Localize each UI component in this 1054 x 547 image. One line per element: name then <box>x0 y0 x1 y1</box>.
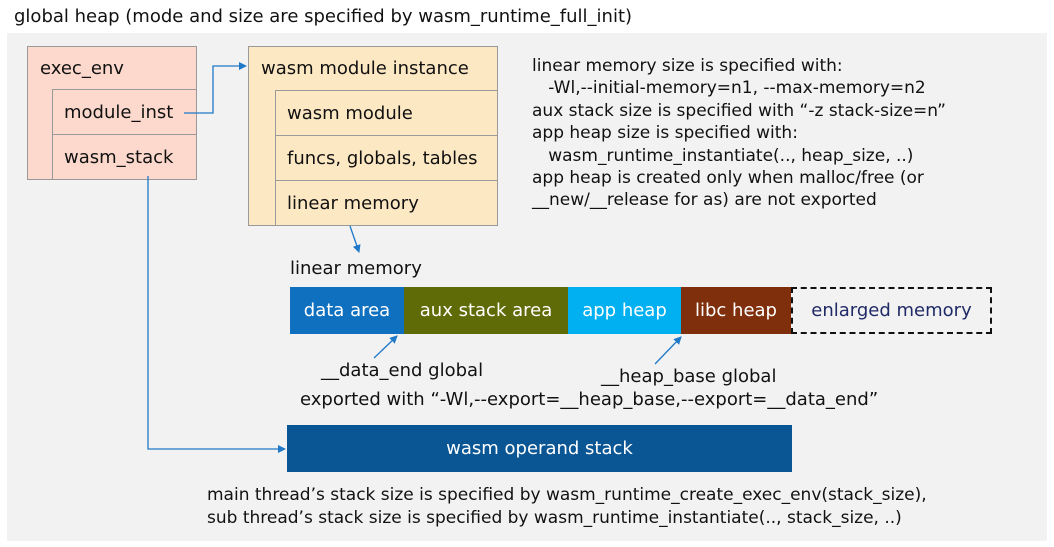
module-instance-box: wasm module instance wasm module funcs, … <box>248 46 498 226</box>
exec-env-box: exec_env module_inst wasm_stack <box>27 46 197 180</box>
note-line: linear memory size is specified with: <box>532 56 843 76</box>
note-line: aux stack size is specified with “-z sta… <box>532 100 946 121</box>
linear-memory-to-segments-arrow <box>349 225 361 253</box>
wasm-stack-cell: wasm_stack <box>52 134 197 180</box>
heap-base-label: __heap_base global <box>601 366 777 387</box>
note-line: app heap size is specified with: <box>532 123 798 144</box>
diagram-title: global heap (mode and size are specified… <box>14 6 633 27</box>
note-line: __new/__release for as) are not exported <box>532 190 877 211</box>
enlarged-memory-segment: enlarged memory <box>791 287 992 334</box>
module-inst-cell: module_inst <box>52 89 197 134</box>
main-thread-note: main thread’s stack size is specified by… <box>207 485 927 505</box>
note-line: app heap is created only when malloc/fre… <box>532 168 924 189</box>
memory-notes: linear memory size is specified with: -W… <box>532 55 946 212</box>
exec-env-header: exec_env <box>40 57 124 79</box>
linear-memory-cell: linear memory <box>275 180 498 226</box>
data-end-arrow <box>373 335 398 359</box>
note-line: -Wl,--initial-memory=n1, --max-memory=n2 <box>532 78 926 99</box>
data-area-segment: data area <box>290 287 404 334</box>
sub-thread-note: sub thread’s stack size is specified by … <box>207 508 902 528</box>
data-end-label: __data_end global <box>321 360 484 381</box>
heap-base-arrow <box>654 336 682 365</box>
export-flags-label: exported with “-Wl,--export=__heap_base,… <box>300 389 879 410</box>
module-inst-to-instance-arrow <box>184 62 247 114</box>
wasm-stack-to-operand-stack-arrow <box>147 176 286 453</box>
wasm-operand-stack: wasm operand stack <box>287 425 792 472</box>
aux-stack-area-segment: aux stack area <box>404 287 568 334</box>
module-instance-header: wasm module instance <box>261 58 469 79</box>
libc-heap-segment: libc heap <box>681 287 791 334</box>
app-heap-segment: app heap <box>568 287 681 334</box>
note-line: wasm_runtime_instantiate(.., heap_size, … <box>532 145 914 166</box>
linear-memory-label: linear memory <box>290 258 422 279</box>
wasm-module-cell: wasm module <box>275 90 498 135</box>
funcs-globals-tables-cell: funcs, globals, tables <box>275 135 498 180</box>
thread-stack-notes: main thread’s stack size is specified by… <box>207 484 927 530</box>
